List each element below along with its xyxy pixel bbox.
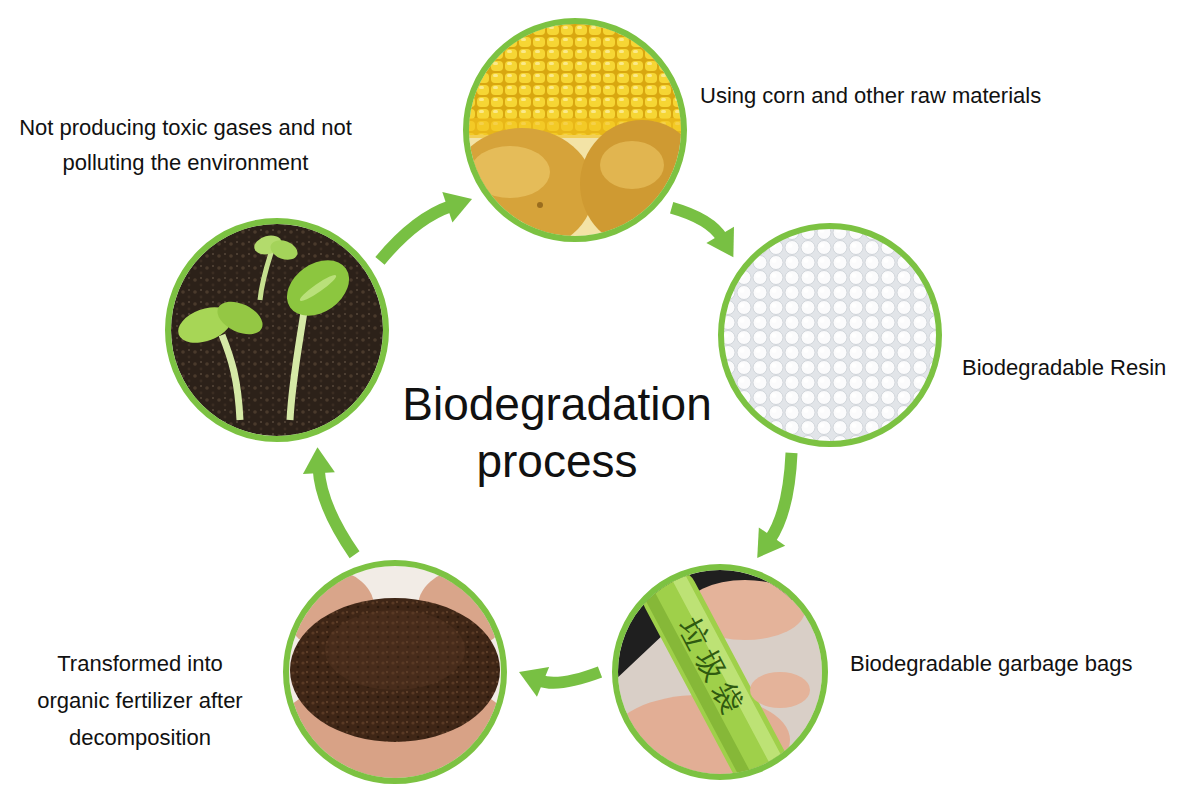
arrow-head [442,192,472,222]
step-label: Biodegradable Resin [962,353,1166,382]
step-label: Biodegradable garbage bags [850,649,1133,678]
resin-photo [720,225,945,450]
diagram-title: Biodegradation process [387,376,727,490]
photo-circle: Using corn and other raw materials [463,18,687,242]
arrow-head [519,667,549,697]
arrow-shaft [380,206,451,261]
step-label: Not producing toxic gases and not pollut… [18,110,353,180]
arrow-shaft [319,469,355,555]
arrow-head [757,527,785,557]
cycle-arrow [519,667,600,697]
photo-circle: Not producing toxic gases and not pollut… [165,218,389,442]
cycle-arrow [380,192,472,261]
arrow-head [706,227,734,258]
corn-photo [450,20,704,252]
fertilizer-photo [275,562,515,795]
bag-print: 垃圾袋 [672,612,753,723]
photo-circle: Transformed into organic fertilizer afte… [283,560,507,784]
bag-photo [610,560,825,800]
step-label: Transformed into organic fertilizer afte… [20,645,260,756]
arrow-shaft [770,453,792,540]
step-label: Using corn and other raw materials [700,81,1041,110]
cycle-arrow [672,208,734,258]
cycle-arrow [757,453,791,558]
arrow-shaft [539,672,600,683]
arrow-shaft [672,208,723,239]
photo-circle: Biodegradable Resin [718,223,942,447]
arrow-head [303,447,335,474]
seedling-photo [165,220,390,445]
cycle-arrow [303,447,355,555]
